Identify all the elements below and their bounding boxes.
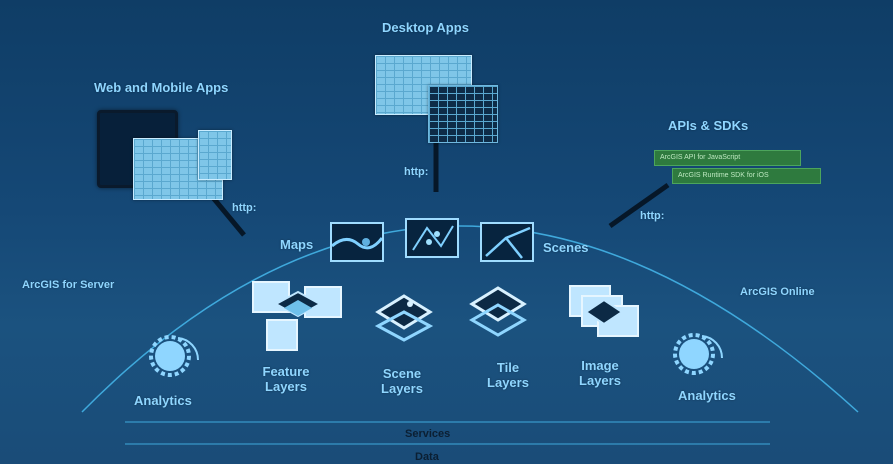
scene-layers-label-line2: Layers (381, 381, 423, 396)
apis-sdks-label: APIs & SDKs (668, 118, 749, 133)
tile-layers-label-line1: Tile (496, 360, 520, 375)
mobile-app-screenshot (198, 130, 232, 180)
analytics-left-label: Analytics (134, 393, 192, 408)
map-icon-2 (405, 218, 459, 258)
data-label: Data (415, 451, 439, 463)
image-layers-label: Image Layers (570, 358, 630, 388)
api-item-javascript: ArcGIS API for JavaScript (654, 150, 801, 166)
arcgis-server-label: ArcGIS for Server (22, 279, 115, 291)
image-layers-label-line1: Image (581, 358, 619, 373)
analytics-gear-left-icon (149, 335, 200, 377)
map-path-icon (331, 237, 384, 250)
arcgis-online-label: ArcGIS Online (740, 286, 815, 298)
tile-layers-label: Tile Layers (478, 360, 538, 390)
api-item-ios-sdk: ArcGIS Runtime SDK for iOS (672, 168, 821, 184)
http-left-label: http: (232, 202, 257, 214)
http-center-label: http: (404, 166, 429, 178)
platform-dome-arc (81, 225, 859, 413)
tile-layers-icon (468, 286, 528, 337)
tile-layers-label-line2: Layers (487, 375, 529, 390)
services-label: Services (405, 428, 451, 440)
scene-layers-label: Scene Layers (372, 366, 432, 396)
scene-layers-icon (374, 294, 434, 342)
scene-layers-label-line1: Scene (382, 366, 422, 381)
map-markers-icon (412, 225, 454, 251)
map-icon-1 (330, 222, 384, 262)
feature-layers-label-line2: Layers (265, 379, 307, 394)
connector-apis (608, 182, 670, 229)
desktop-app-map-screenshot (428, 85, 498, 143)
image-layers-label-line2: Layers (579, 373, 621, 388)
feature-layers-label: Feature Layers (256, 364, 316, 394)
scene-roads-icon (485, 226, 531, 259)
feature-layers-icon (252, 281, 342, 351)
image-layers-icon (569, 285, 639, 337)
web-mobile-apps-label: Web and Mobile Apps (94, 80, 229, 95)
analytics-right-label: Analytics (678, 388, 736, 403)
analytics-gear-right-icon (673, 333, 724, 375)
desktop-apps-label: Desktop Apps (382, 20, 469, 35)
http-right-label: http: (640, 210, 665, 222)
scenes-label: Scenes (543, 240, 589, 255)
maps-label: Maps (280, 237, 314, 252)
scene-icon (480, 222, 534, 262)
feature-layers-label-line1: Feature (262, 364, 310, 379)
